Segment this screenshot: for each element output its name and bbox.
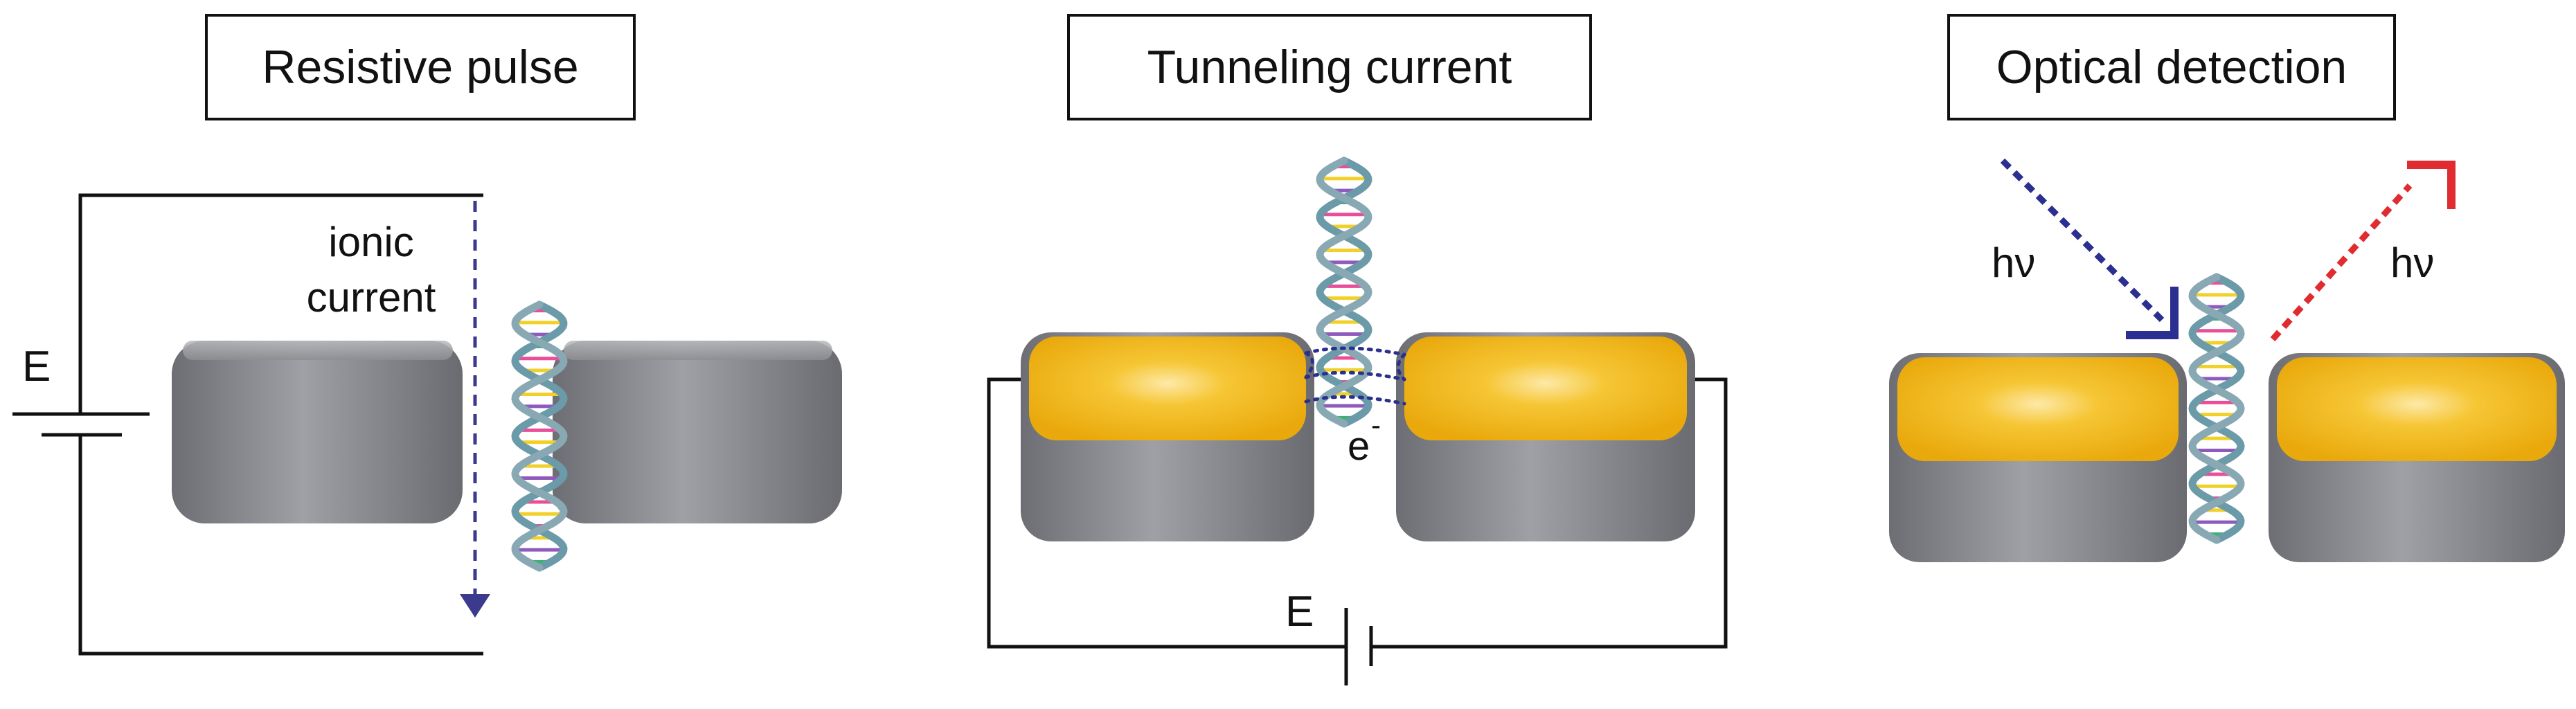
voltage-label-middle: E (1285, 588, 1314, 636)
panel-resistive-pulse: Resistive pulse E ionic current (12, 14, 842, 656)
dna-helix (511, 300, 568, 572)
optical-right-block (2269, 353, 2565, 562)
voltage-label-left: E (22, 343, 51, 391)
dna-helix (2188, 273, 2245, 544)
dna-backbone (511, 300, 568, 572)
optical-left-block (1889, 353, 2187, 562)
panel-optical-detection: Optical detection hν hν (1889, 14, 2565, 562)
title-box-tunneling-current (1067, 14, 1592, 120)
title-tunneling-current: Tunneling current (1147, 41, 1512, 93)
title-box-optical-detection (1947, 14, 2396, 120)
title-optical-detection: Optical detection (1996, 41, 2347, 93)
photon-out-label: hν (2390, 240, 2434, 286)
title-box-resistive-pulse (205, 14, 636, 120)
incident-photon-arrow (2000, 158, 2165, 323)
electron-label: e (1348, 424, 1370, 469)
incident-photon-arrowhead (2126, 287, 2179, 339)
dna-backbone (511, 300, 568, 572)
dna-backbone (2188, 273, 2245, 544)
panel-tunneling-current: Tunneling current E (987, 14, 1728, 685)
dna-backbone (2188, 273, 2245, 544)
membrane-right-block (553, 341, 842, 523)
dna-strand-optical (2188, 273, 2245, 544)
electrode-left-block (1021, 332, 1314, 541)
tunneling-paths (1304, 346, 1406, 406)
dna-helix (1316, 156, 1372, 428)
electrode-right-block (1396, 332, 1695, 541)
photon-in-label: hν (1992, 240, 2035, 286)
electron-charge: - (1371, 409, 1381, 441)
dna-strand-tunneling (1316, 156, 1372, 428)
membrane-left-block (172, 341, 463, 523)
dna-backbone (1316, 156, 1372, 428)
dna-backbone (1316, 156, 1372, 428)
ionic-current-label-2: current (307, 274, 436, 321)
ionic-current-arrowhead (460, 594, 490, 618)
dna-strand-resistive (511, 300, 568, 572)
circuit-middle (987, 377, 1728, 685)
ionic-current-label-1: ionic (328, 219, 413, 265)
emitted-photon-arrow (2270, 183, 2413, 341)
circuit-left (12, 193, 483, 656)
title-resistive-pulse: Resistive pulse (262, 41, 578, 93)
emitted-photon-arrowhead (2407, 161, 2456, 209)
